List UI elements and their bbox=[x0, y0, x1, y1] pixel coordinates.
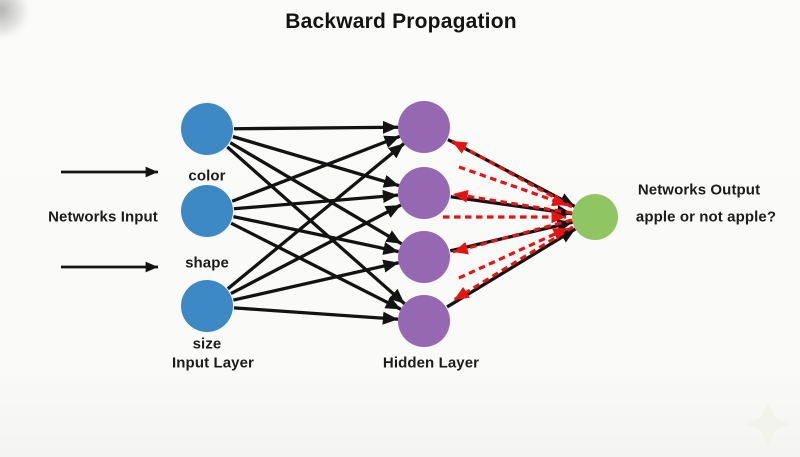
backprop-arrow bbox=[452, 190, 573, 215]
input-direction-arrows bbox=[61, 166, 159, 273]
backprop-arrow bbox=[458, 226, 569, 280]
page-title: Backward Propagation bbox=[285, 10, 517, 33]
hidden-node-1 bbox=[398, 101, 450, 153]
input-node-label-size: size bbox=[192, 335, 222, 353]
input-node-label-color: color bbox=[188, 167, 226, 185]
forward-edge bbox=[231, 134, 401, 203]
output-node bbox=[572, 194, 618, 240]
hidden-node-2 bbox=[398, 167, 450, 219]
backprop-arrow bbox=[453, 225, 574, 302]
forward-edge bbox=[232, 259, 400, 302]
forward-edge bbox=[230, 203, 402, 295]
hidden-node-3 bbox=[398, 231, 450, 283]
forward-edge bbox=[233, 120, 399, 134]
backprop-arrow bbox=[452, 218, 573, 255]
forward-edge bbox=[230, 221, 402, 311]
input-node-size bbox=[181, 280, 233, 332]
hidden-node-4 bbox=[398, 295, 450, 347]
input-node-label-shape: shape bbox=[185, 254, 229, 272]
forward-edge bbox=[226, 145, 406, 306]
forward-edge bbox=[446, 227, 577, 309]
backprop-error-arrows bbox=[443, 139, 574, 302]
hidden-layer-label: Hidden Layer bbox=[382, 354, 480, 372]
input-node-color bbox=[181, 103, 233, 155]
forward-edges-input-hidden bbox=[226, 120, 406, 325]
forward-edge bbox=[229, 141, 403, 246]
forward-edge bbox=[449, 219, 573, 253]
forward-edge bbox=[233, 214, 399, 255]
forward-edge bbox=[233, 306, 399, 325]
output-question-label: apple or not apple? bbox=[635, 208, 777, 226]
backprop-arrow bbox=[458, 165, 568, 207]
network-nodes bbox=[181, 101, 618, 347]
networks-output-label: Networks Output bbox=[637, 181, 761, 199]
forward-edge bbox=[226, 142, 405, 291]
input-layer-label: Input Layer bbox=[172, 354, 254, 372]
networks-input-label: Networks Input bbox=[48, 208, 158, 226]
input-node-shape bbox=[181, 185, 233, 237]
forward-edge bbox=[233, 189, 399, 211]
forward-edge bbox=[232, 135, 400, 188]
watermark-sparkle-icon bbox=[746, 402, 790, 446]
